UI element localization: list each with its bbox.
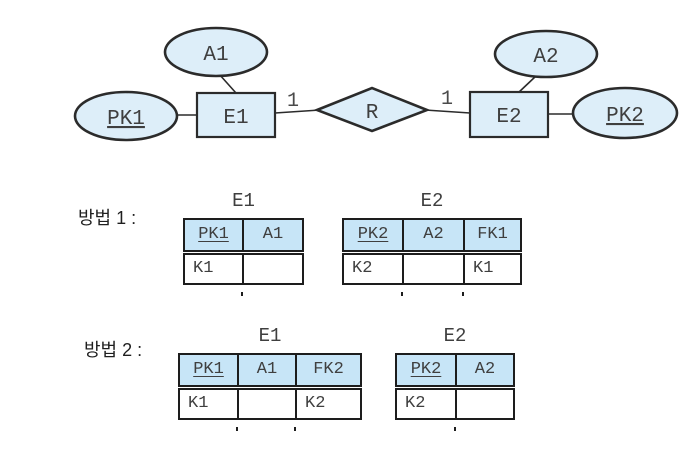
column-divider-tick: [241, 292, 243, 296]
method1-label: 방법 1 :: [78, 208, 137, 228]
attribute-a1-label: A1: [203, 44, 228, 67]
column-header-pk: PK2: [342, 218, 404, 255]
column-divider-tick: [401, 292, 403, 296]
table-title: E2: [420, 190, 444, 212]
column-header-pk: PK1: [183, 218, 244, 255]
column-header-pk: PK1: [178, 353, 239, 390]
table-cell: K1: [463, 251, 522, 285]
column-header: A1: [237, 353, 297, 390]
column-header: FK1: [463, 218, 522, 255]
attribute-pk2-label: PK2: [606, 105, 644, 128]
attribute-a2-ellipse: [493, 29, 599, 79]
table-title: E1: [232, 190, 255, 212]
column-header: A2: [402, 218, 465, 255]
table-cell: K1: [178, 386, 239, 420]
connector-a1-e1: [218, 73, 237, 94]
connector-e1-r: [274, 109, 321, 114]
relationship-r-label: R: [366, 102, 379, 125]
er-diagram: A1 PK1 E1 1 R 1 E2 A2 PK2: [73, 26, 679, 142]
table-cell: [455, 386, 515, 420]
column-divider-tick: [454, 427, 456, 431]
entity-e1-rect: [195, 91, 277, 139]
table-cell: K2: [395, 386, 457, 420]
entity-e2-label: E2: [496, 106, 521, 129]
method1-table-e2: E2 PK2 A2 FK1 K2 K1: [342, 190, 522, 296]
table-title: E1: [258, 325, 282, 347]
table-title: E2: [443, 325, 467, 347]
entity-e2-rect: [468, 90, 550, 139]
column-divider-tick: [462, 292, 464, 296]
column-header: A2: [455, 353, 515, 390]
method2-table-e1: E1 PK1 A1 FK2 K1 K2: [178, 325, 362, 431]
entity-e1-label: E1: [223, 107, 248, 130]
connector-a2-e2: [517, 75, 537, 94]
cardinality-left-label: 1: [287, 90, 299, 113]
column-divider-tick: [294, 427, 296, 431]
table-cell: K1: [183, 251, 244, 285]
cardinality-right-label: 1: [441, 88, 453, 111]
method2-table-e2: E2 PK2 A2 K2: [395, 325, 515, 431]
attribute-a1-ellipse: [163, 26, 269, 78]
table-cell: K2: [342, 251, 404, 285]
attribute-pk1-label: PK1: [107, 108, 145, 131]
attribute-a2-label: A2: [533, 46, 558, 69]
relationship-r-diamond: [313, 86, 431, 133]
method1-table-e1: E1 PK1 A1 K1: [183, 190, 304, 296]
attribute-pk1-ellipse: [73, 90, 179, 142]
method2-label: 방법 2 :: [84, 340, 143, 360]
attribute-pk2-ellipse: [571, 86, 679, 140]
column-header: A1: [242, 218, 304, 255]
column-divider-tick: [236, 427, 238, 431]
column-header: FK2: [295, 353, 362, 390]
table-cell: [237, 386, 297, 420]
table-cell: [402, 251, 465, 285]
table-cell: K2: [295, 386, 362, 420]
table-cell: [242, 251, 304, 285]
connector-r-e2: [424, 109, 471, 114]
column-header-pk: PK2: [395, 353, 457, 390]
